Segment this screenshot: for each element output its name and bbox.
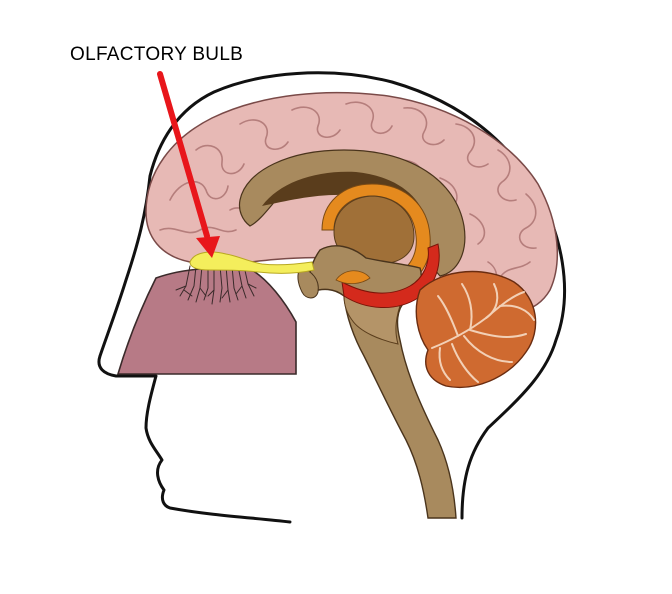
olfactory-bulb [189,251,315,274]
cerebellum-arbor-vitae [431,283,535,383]
pointer-arrow-shaft [157,71,210,239]
pituitary [297,267,319,299]
cerebellum [415,270,537,388]
mammillary-region [335,270,371,284]
olfactory-bulb-label: OLFACTORY BULB [70,44,244,65]
pointer-arrow-head [196,236,220,258]
nasal-cavity [116,267,297,375]
red-band [341,243,440,308]
head-outline [97,71,567,524]
olfactory-nerve-fibers [175,265,257,305]
